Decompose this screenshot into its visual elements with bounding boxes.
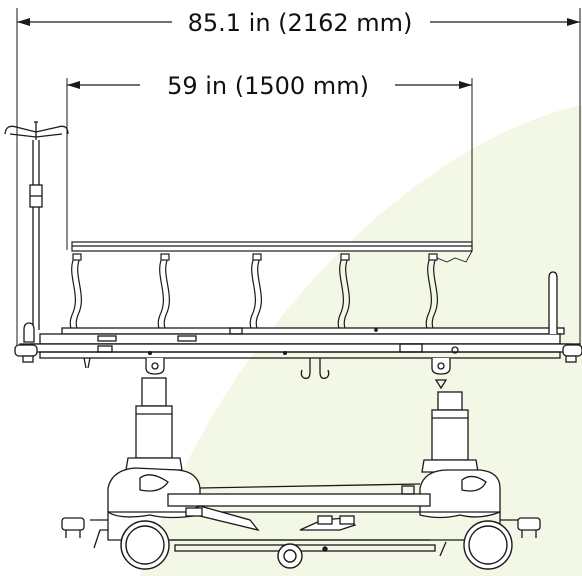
drainage-hooks [300,358,330,380]
rail-post [157,253,170,336]
overall-length-dimension: 85.1 in (2162 mm) [16,8,581,352]
foot-pedals [184,505,357,532]
overall-length-label: 85.1 in (2162 mm) [188,9,413,37]
wheel-center [277,543,303,569]
rail-length-label: 59 in (1500 mm) [167,72,369,100]
wheel-right [463,520,513,570]
pedal-right [299,515,357,531]
right-lift-column [421,358,479,473]
pedal-left [184,505,260,532]
corner-bumpers [61,517,541,557]
rail-post [69,253,82,336]
base-chassis [90,467,520,552]
wheel-left [120,520,170,570]
left-lift-column [125,358,183,471]
caster-wheels [120,520,513,570]
iv-pole [4,121,69,343]
side-rail [69,241,473,336]
rail-post [249,253,262,336]
rail-length-dimension: 59 in (1500 mm) [66,72,473,250]
stretcher-frame [14,271,582,369]
